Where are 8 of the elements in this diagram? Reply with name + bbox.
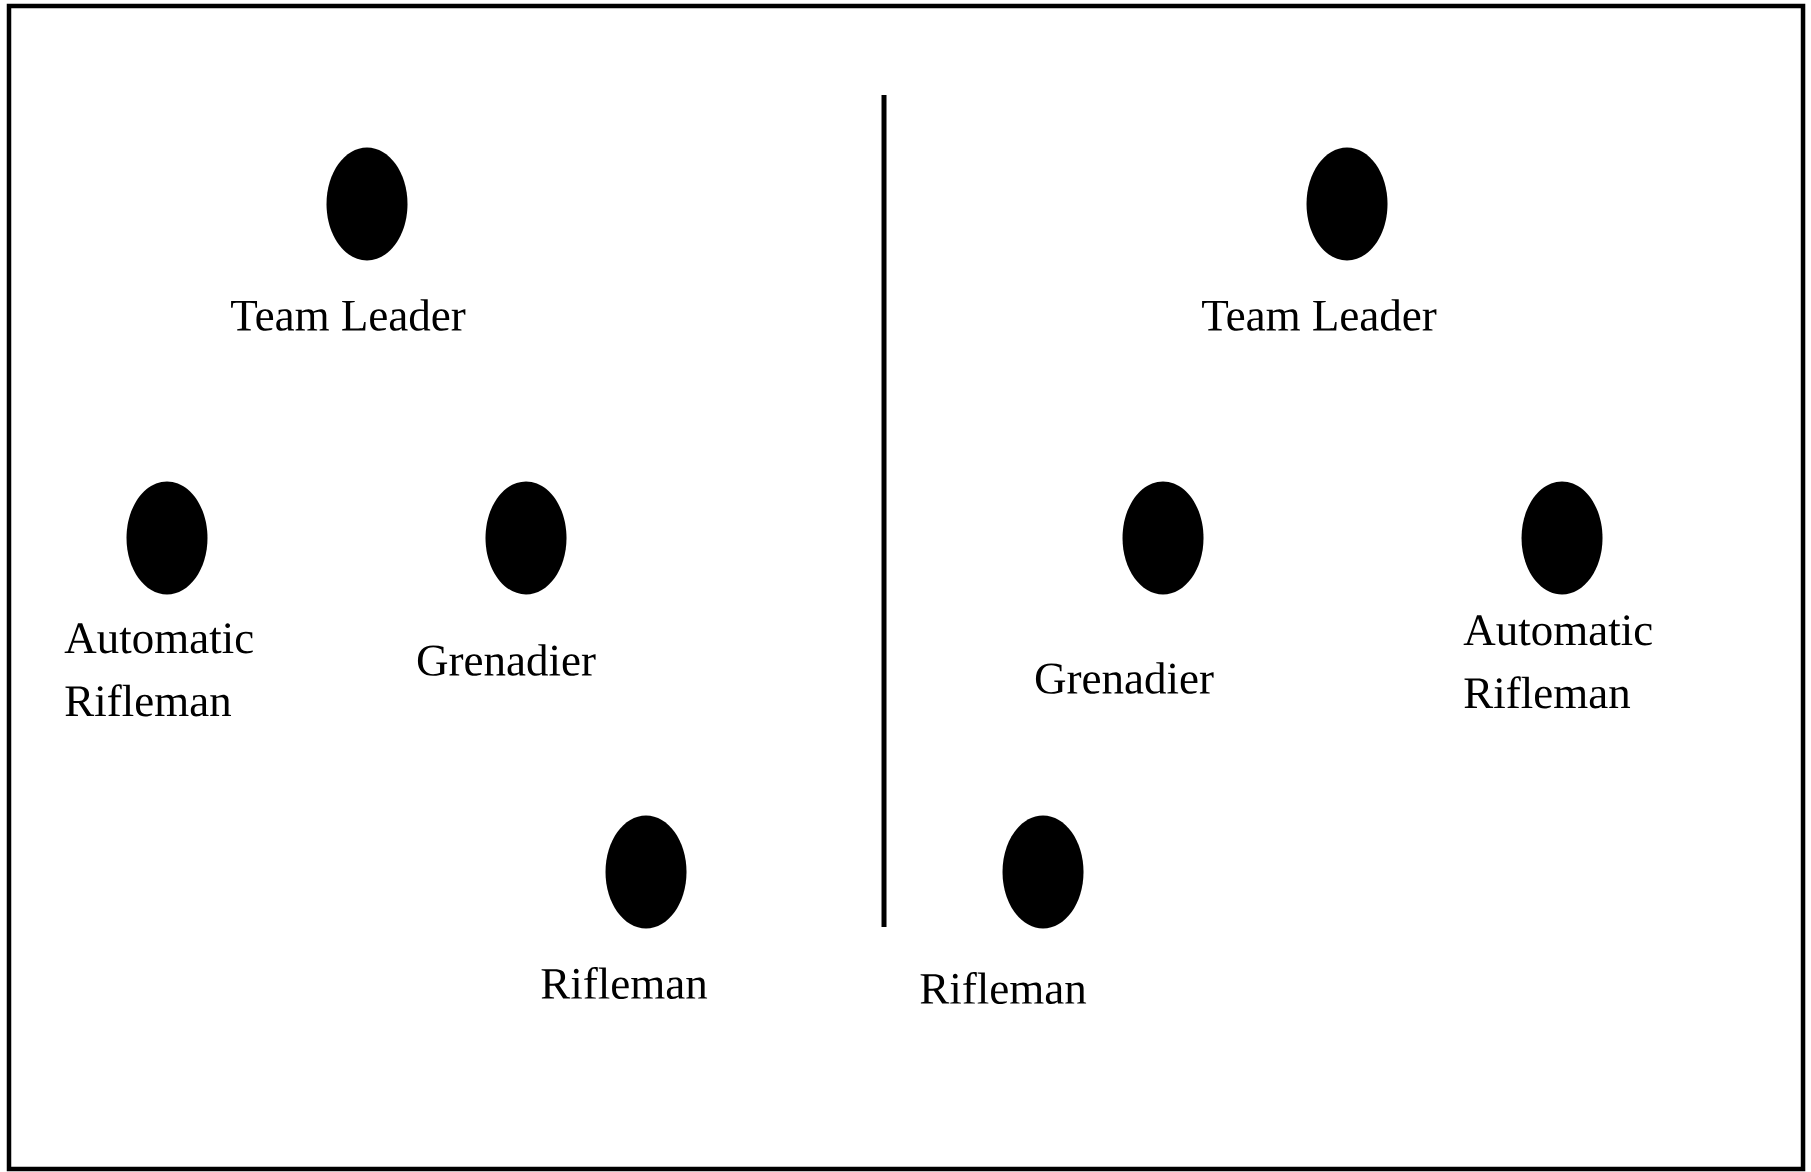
role-label: Automatic Rifleman [1463,615,1652,709]
role-label: Rifleman [541,966,708,1000]
role-label: Team Leader [231,299,466,331]
role-label: Rifleman [920,971,1087,1005]
role-label: Grenadier [417,644,596,676]
role-label: Automatic Rifleman [64,623,253,717]
role-label: Grenadier [1035,662,1214,694]
role-label: Team Leader [1202,299,1437,331]
